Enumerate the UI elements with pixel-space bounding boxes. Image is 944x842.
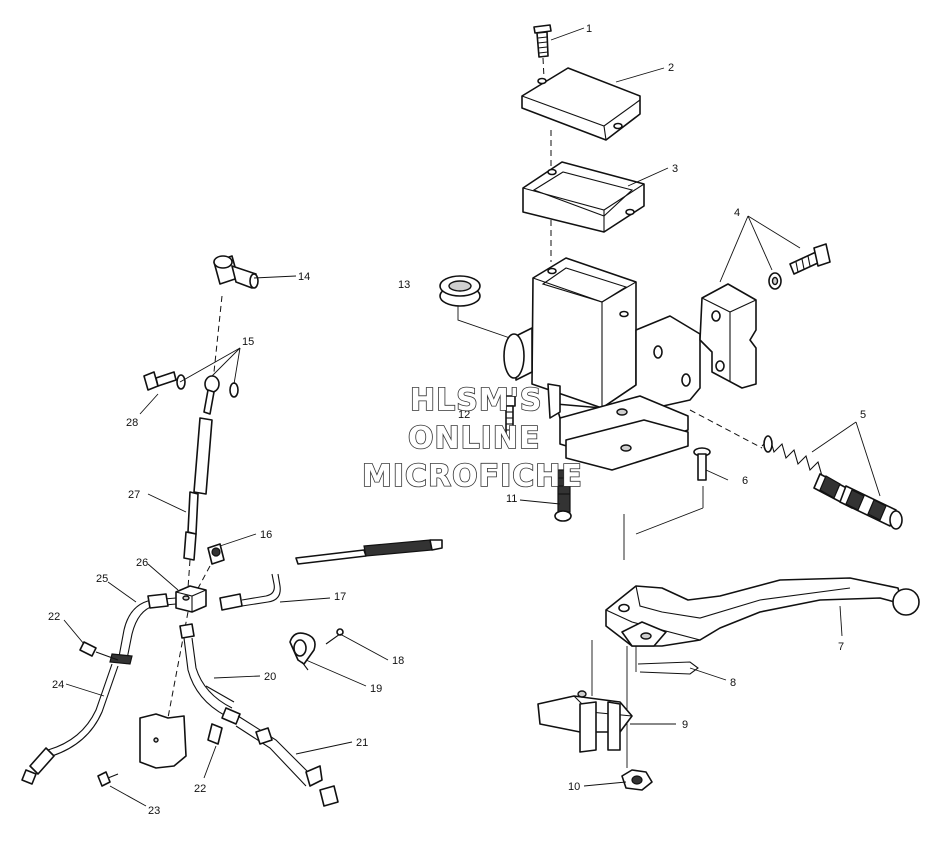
callout-23: 23	[148, 805, 160, 817]
callout-15: 15	[242, 336, 254, 348]
adjuster-icon	[537, 690, 633, 753]
callout-28: 28	[126, 417, 138, 429]
guard-plate-icon	[139, 713, 187, 769]
callout-4: 4	[734, 207, 740, 219]
washer-icon	[768, 272, 782, 290]
brake-hose-icon	[179, 623, 241, 725]
callout-2: 2	[668, 62, 674, 74]
callout-11: 11	[506, 493, 517, 505]
brake-hose-icon	[21, 663, 119, 785]
screw-icon	[97, 771, 119, 787]
callout-21: 21	[356, 737, 368, 749]
watermark-line-2: ONLINE	[408, 421, 541, 456]
pivot-bolt-icon	[693, 447, 711, 481]
brake-hose-icon	[183, 417, 213, 561]
callout-3: 3	[672, 163, 678, 175]
brake-line-icon	[219, 539, 443, 611]
banjo-fitting-icon	[176, 374, 239, 415]
watermark-line-1: HLSM'S	[410, 383, 542, 418]
junction-block-icon	[175, 585, 207, 613]
callout-8: 8	[730, 677, 736, 689]
brake-hose-icon	[109, 593, 177, 665]
reservoir-cover-icon	[521, 67, 641, 141]
callout-17: 17	[334, 591, 346, 603]
bolt-icon	[502, 395, 516, 441]
screw-icon	[554, 469, 572, 522]
callout-6: 6	[742, 475, 748, 487]
master-cylinder-icon	[503, 257, 701, 471]
callout-14: 14	[298, 271, 310, 283]
piston-spring-icon	[761, 435, 903, 530]
nut-icon	[621, 769, 653, 791]
callout-24: 24	[52, 679, 64, 691]
hose-clamp-icon	[289, 628, 344, 671]
callout-25: 25	[96, 573, 108, 585]
callout-9: 9	[682, 719, 688, 731]
clamp-icon	[699, 283, 757, 389]
fitting-icon	[79, 641, 119, 661]
bolt-icon	[143, 371, 177, 391]
callout-26: 26	[136, 557, 148, 569]
callout-10: 10	[568, 781, 580, 793]
callout-5: 5	[860, 409, 866, 421]
callout-22-top: 22	[48, 611, 60, 623]
gasket-icon	[522, 161, 645, 233]
callout-27: 27	[128, 489, 140, 501]
screw-icon	[533, 24, 552, 58]
callout-16: 16	[260, 529, 272, 541]
cap-icon	[439, 275, 481, 307]
brake-hose-icon	[235, 715, 339, 807]
bleeder-valve-icon	[207, 543, 225, 565]
callout-19: 19	[370, 683, 382, 695]
callout-12: 12	[458, 409, 470, 421]
callout-18: 18	[392, 655, 404, 667]
callout-7: 7	[838, 641, 844, 653]
callout-22-bottom: 22	[194, 783, 206, 795]
callout-1: 1	[586, 23, 592, 35]
callout-20: 20	[264, 671, 276, 683]
brake-lever-icon	[605, 577, 920, 647]
fitting-icon	[207, 723, 223, 745]
callout-13: 13	[398, 279, 410, 291]
screw-icon	[789, 243, 831, 275]
tee-fitting-icon	[213, 255, 259, 289]
watermark-line-3: MICROFICHE	[362, 459, 583, 494]
spring-pin-icon	[637, 661, 699, 675]
